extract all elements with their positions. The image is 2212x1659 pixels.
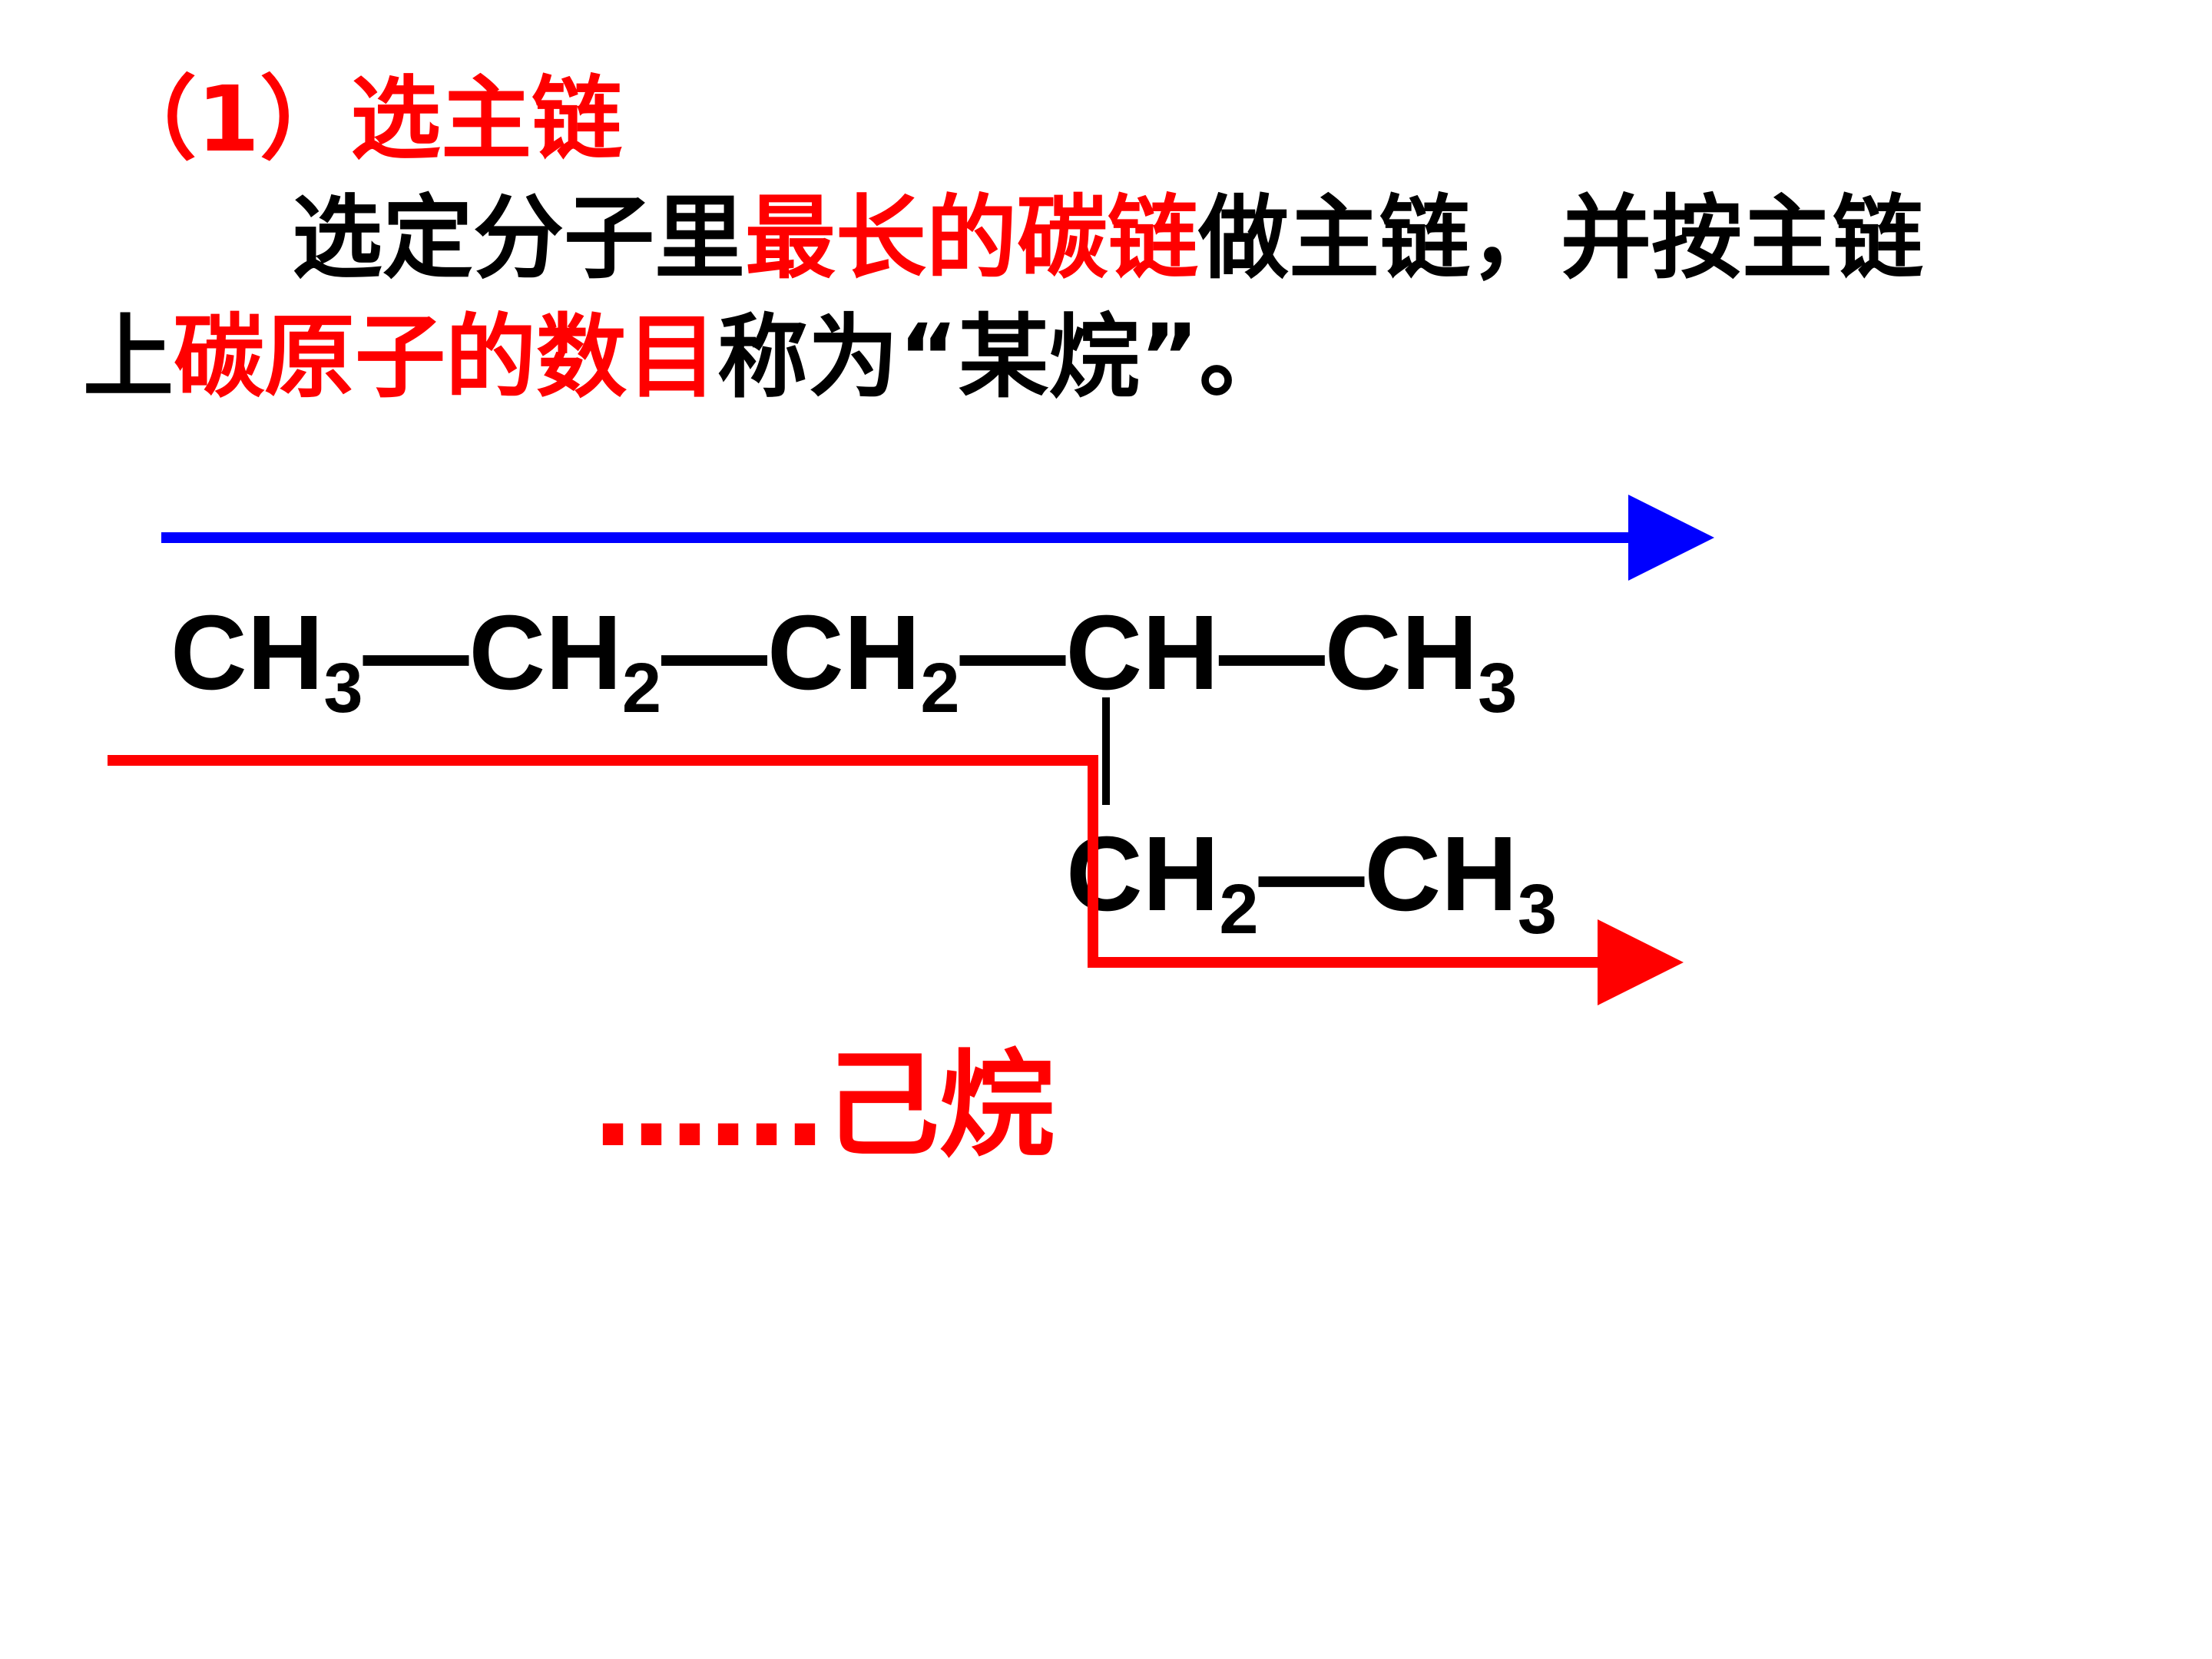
definition-text: 上 [83, 304, 174, 410]
formula-group: —CH [959, 594, 1219, 712]
main-chain-formula: CH3—CH2—CH2—CH—CH3 [171, 594, 1518, 727]
definition-line-1: 选定分子里最长的碳链做主链，并按主链 [292, 184, 1923, 292]
formula-group: —CH2 [363, 594, 662, 727]
section-heading: （1）选主链 [106, 66, 623, 172]
definition-emphasis: 最长的碳链 [745, 185, 1199, 291]
formula-group: —CH2 [661, 594, 960, 727]
definition-line-2: 上碳原子的数目称为“某烷”。 [83, 303, 1290, 411]
definition-text: 称为“某烷”。 [717, 304, 1290, 410]
definition-text: 选定分子里 [292, 185, 746, 291]
formula-group: —CH3 [1218, 594, 1518, 727]
formula-group: —CH3 [1258, 815, 1558, 949]
definition-emphasis: 碳原子的数目 [174, 304, 718, 410]
definition-text: 做主链，并按主链 [1198, 185, 1924, 291]
red-chain-arrow [108, 755, 1684, 1005]
result-name: ……己烷 [594, 1039, 1055, 1173]
formula-group: CH3 [171, 594, 363, 727]
